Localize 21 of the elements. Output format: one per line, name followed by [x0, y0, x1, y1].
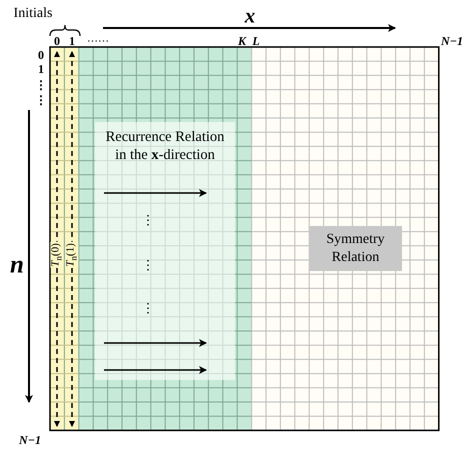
column-index: L — [252, 35, 260, 47]
axis-label: n — [10, 252, 24, 278]
ellipsis: ⋮ — [35, 79, 47, 91]
column-index: K — [238, 35, 246, 47]
ellipsis: ⋮ — [142, 258, 154, 272]
ellipsis: ⋮ — [142, 302, 154, 314]
ellipsis: ⋮ — [142, 214, 154, 226]
row-index: 0 — [38, 49, 44, 61]
row-index: 1 — [38, 63, 44, 75]
axis-label: x — [244, 6, 256, 26]
column-index: 1 — [69, 35, 75, 47]
axis-label: Initials — [14, 7, 52, 21]
highlight-panel — [95, 122, 235, 380]
row-index: N−1 — [19, 434, 41, 446]
column-index: N−1 — [441, 35, 463, 47]
ellipsis: …… — [87, 34, 109, 44]
region-label: Recurrence Relation in the x-direction — [104, 128, 226, 164]
region-label: Symmetry Relation — [325, 231, 386, 266]
label-panel — [309, 226, 402, 271]
column-index: 0 — [54, 35, 60, 47]
ellipsis: ⋮ — [35, 94, 47, 106]
